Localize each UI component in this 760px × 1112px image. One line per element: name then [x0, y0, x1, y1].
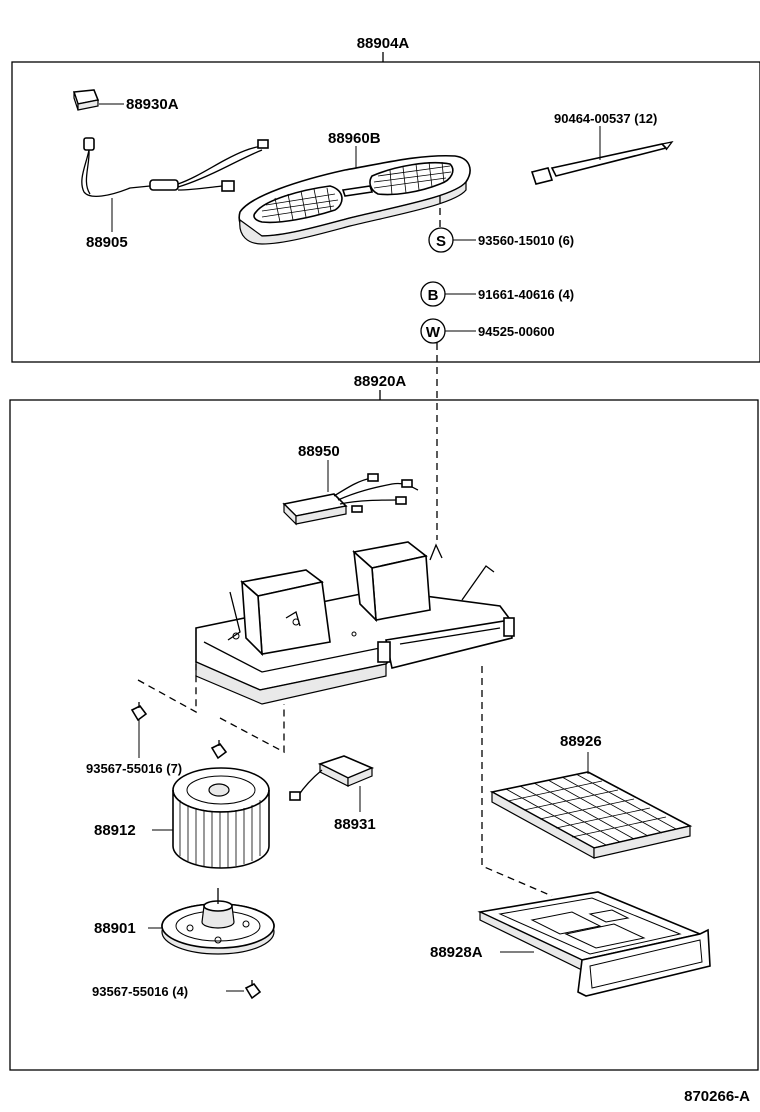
label-switch: 88930A — [126, 96, 179, 113]
label-motor: 88901 — [94, 920, 136, 937]
label-lower-assembly: 88920A — [354, 373, 407, 390]
bolt-b-callout: B 91661-40616 (4) — [420, 281, 574, 307]
motor-part: 88901 — [94, 888, 275, 955]
upper-assembly-frame — [11, 61, 760, 363]
label-clamp: 90464-00537 (12) — [554, 111, 657, 126]
register-panel-part: 88960B — [238, 130, 471, 245]
label-filter: 88926 — [560, 733, 602, 750]
upper-assembly: 88904A — [11, 35, 760, 363]
washer-w-letter: W — [426, 324, 441, 341]
leader-clip-1 — [137, 664, 197, 714]
label-screw-bottom: 93567-55016 (4) — [92, 984, 188, 999]
clip-part: 93567-55016 (7) — [86, 702, 228, 776]
label-upper-assembly: 88904A — [357, 35, 410, 52]
label-washer-w: 94525-00600 — [478, 324, 555, 339]
wire-harness-part: 88905 — [81, 137, 269, 251]
amplifier-part: 88950 — [282, 443, 419, 526]
filter-case-part: 88928A — [430, 891, 711, 997]
label-resistor: 88931 — [334, 816, 376, 833]
washer-w-callout: W 94525-00600 — [420, 318, 555, 344]
drawing-number: 870266-A — [684, 1088, 750, 1105]
leader-filter — [481, 666, 553, 897]
main-housing-part — [195, 541, 515, 705]
clamp-part: 90464-00537 (12) — [530, 111, 674, 185]
lower-assembly: 88920A — [9, 373, 759, 1071]
label-fan: 88912 — [94, 822, 136, 839]
lower-assembly-frame — [9, 399, 759, 1071]
label-clip-left: 93567-55016 (7) — [86, 761, 182, 776]
screw-bottom-part: 93567-55016 (4) — [92, 980, 262, 1000]
screw-s-callout: S 93560-15010 (6) — [428, 196, 574, 253]
bolt-b-letter: B — [428, 287, 439, 304]
label-bolt-b: 91661-40616 (4) — [478, 287, 574, 302]
label-register-panel: 88960B — [328, 130, 381, 147]
screw-s-letter: S — [436, 233, 446, 250]
label-amplifier: 88950 — [298, 443, 340, 460]
label-filter-case: 88928A — [430, 944, 483, 961]
fan-part: 88912 — [94, 767, 270, 869]
leader-clip-2 — [219, 704, 285, 754]
label-wire-harness: 88905 — [86, 234, 128, 251]
resistor-part: 88931 — [289, 755, 376, 833]
switch-part: 88930A — [72, 89, 179, 113]
filter-part: 88926 — [489, 733, 693, 860]
label-screw-s: 93560-15010 (6) — [478, 233, 574, 248]
